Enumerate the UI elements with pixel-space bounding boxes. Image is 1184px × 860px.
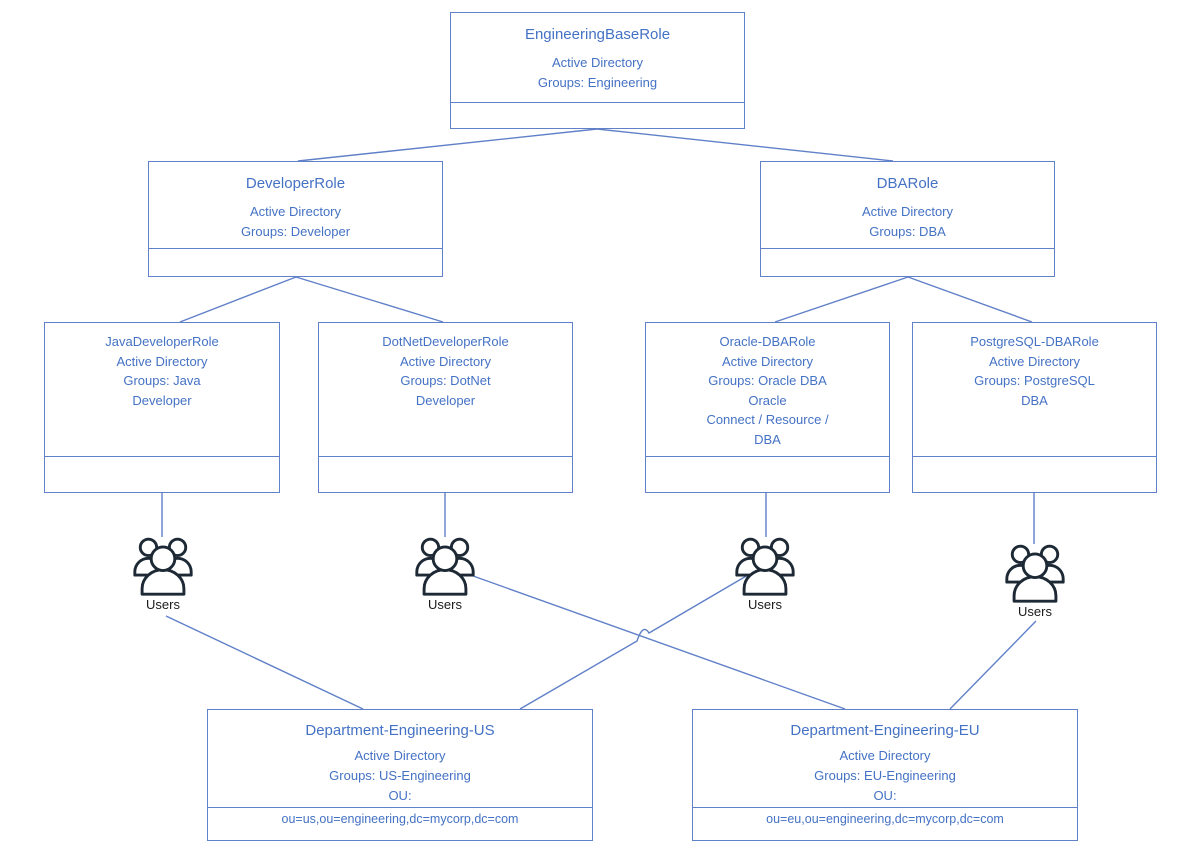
edge-users3-dept-us <box>519 574 749 710</box>
node-body: EngineeringBaseRole Active Directory Gro… <box>451 13 744 102</box>
users-icon <box>415 537 475 596</box>
users-group-dotnet[interactable]: Users <box>410 536 480 612</box>
users-label: Users <box>428 597 462 612</box>
node-line: Groups: PostgreSQL <box>974 373 1095 388</box>
users-group-postgresql[interactable]: Users <box>1000 543 1070 619</box>
users-icon <box>1005 544 1065 603</box>
node-line: Groups: DBA <box>869 224 946 239</box>
node-line: PostgreSQL-DBARole <box>970 334 1099 349</box>
node-ou-value: ou=eu,ou=engineering,dc=mycorp,dc=com <box>693 807 1077 840</box>
edge-developer-dotnet <box>295 276 444 323</box>
node-body: Department-Engineering-US Active Directo… <box>208 710 592 807</box>
node-footer <box>319 456 572 492</box>
users-label: Users <box>1018 604 1052 619</box>
node-footer <box>913 456 1156 492</box>
node-line: Active Directory <box>861 204 954 219</box>
node-line: Oracle-DBARole <box>719 334 816 349</box>
node-line: Groups: Developer <box>240 224 351 239</box>
node-footer <box>646 456 889 492</box>
users-label: Users <box>748 597 782 612</box>
node-dba-role[interactable]: DBARole Active Directory Groups: DBA <box>760 161 1055 277</box>
node-line: Active Directory <box>354 748 446 763</box>
node-title: DBARole <box>876 175 939 192</box>
users-group-java[interactable]: Users <box>128 536 198 612</box>
node-footer <box>451 102 744 128</box>
node-line: Active Directory <box>839 748 931 763</box>
edge-root-dba <box>596 128 894 162</box>
node-line: Groups: Java <box>123 373 201 388</box>
node-oracle-dba-role[interactable]: Oracle-DBARole Active Directory Groups: … <box>645 322 890 493</box>
node-line: Groups: DotNet <box>400 373 491 388</box>
node-title: DeveloperRole <box>245 175 346 192</box>
node-title: Department-Engineering-EU <box>790 722 980 739</box>
node-body: DotNetDeveloperRole Active Directory Gro… <box>319 323 572 456</box>
node-body: Oracle-DBARole Active Directory Groups: … <box>646 323 889 456</box>
node-line: Active Directory <box>399 353 492 369</box>
node-line: OU: <box>873 788 897 803</box>
node-title: EngineeringBaseRole <box>524 26 671 43</box>
edge-dba-postgresql <box>907 276 1033 323</box>
node-line: Connect / Resource / <box>706 412 829 427</box>
node-footer <box>149 248 442 276</box>
node-java-developer-role[interactable]: JavaDeveloperRole Active Directory Group… <box>44 322 280 493</box>
node-department-engineering-us[interactable]: Department-Engineering-US Active Directo… <box>207 709 593 841</box>
users-group-oracle[interactable]: Users <box>730 536 800 612</box>
node-line: Groups: EU-Engineering <box>814 768 956 783</box>
node-body: JavaDeveloperRole Active Directory Group… <box>45 323 279 456</box>
node-body: DeveloperRole Active Directory Groups: D… <box>149 162 442 248</box>
edge-users4-dept-eu <box>949 620 1037 710</box>
node-footer <box>761 248 1054 276</box>
node-department-engineering-eu[interactable]: Department-Engineering-EU Active Directo… <box>692 709 1078 841</box>
node-body: Department-Engineering-EU Active Directo… <box>693 710 1077 807</box>
node-ou-value: ou=us,ou=engineering,dc=mycorp,dc=com <box>208 807 592 840</box>
node-body: DBARole Active Directory Groups: DBA <box>761 162 1054 248</box>
node-line: Developer <box>415 392 476 408</box>
users-label: Users <box>146 597 180 612</box>
node-dotnet-developer-role[interactable]: DotNetDeveloperRole Active Directory Gro… <box>318 322 573 493</box>
node-line: Developer <box>132 392 192 408</box>
node-body: PostgreSQL-DBARole Active Directory Grou… <box>913 323 1156 456</box>
edge-users2-dept-eu <box>461 571 846 710</box>
users-icon <box>133 537 193 596</box>
edge-root-developer <box>297 128 598 162</box>
users-icon <box>735 537 795 596</box>
node-line: Oracle <box>748 392 787 408</box>
node-postgresql-dba-role[interactable]: PostgreSQL-DBARole Active Directory Grou… <box>912 322 1157 493</box>
node-line: Active Directory <box>551 55 644 70</box>
node-title: Department-Engineering-US <box>305 722 495 739</box>
node-line: Groups: US-Engineering <box>329 768 471 783</box>
node-line: DBA <box>754 431 781 447</box>
node-footer <box>45 456 279 492</box>
edge-dba-oracle <box>774 276 909 323</box>
node-line: Active Directory <box>721 353 814 369</box>
node-line: DBA <box>1021 392 1048 408</box>
node-line: DotNetDeveloperRole <box>382 334 509 349</box>
edge-developer-java <box>179 276 297 323</box>
node-line: OU: <box>388 788 412 803</box>
node-line: Active Directory <box>988 353 1081 369</box>
node-line: Groups: Oracle DBA <box>708 373 827 388</box>
node-developer-role[interactable]: DeveloperRole Active Directory Groups: D… <box>148 161 443 277</box>
node-line: JavaDeveloperRole <box>105 334 219 349</box>
node-line: Active Directory <box>116 353 208 369</box>
node-line: Groups: Engineering <box>537 75 658 90</box>
edge-users1-dept-us <box>165 615 364 710</box>
node-line: Active Directory <box>249 204 342 219</box>
node-engineering-base-role[interactable]: EngineeringBaseRole Active Directory Gro… <box>450 12 745 129</box>
